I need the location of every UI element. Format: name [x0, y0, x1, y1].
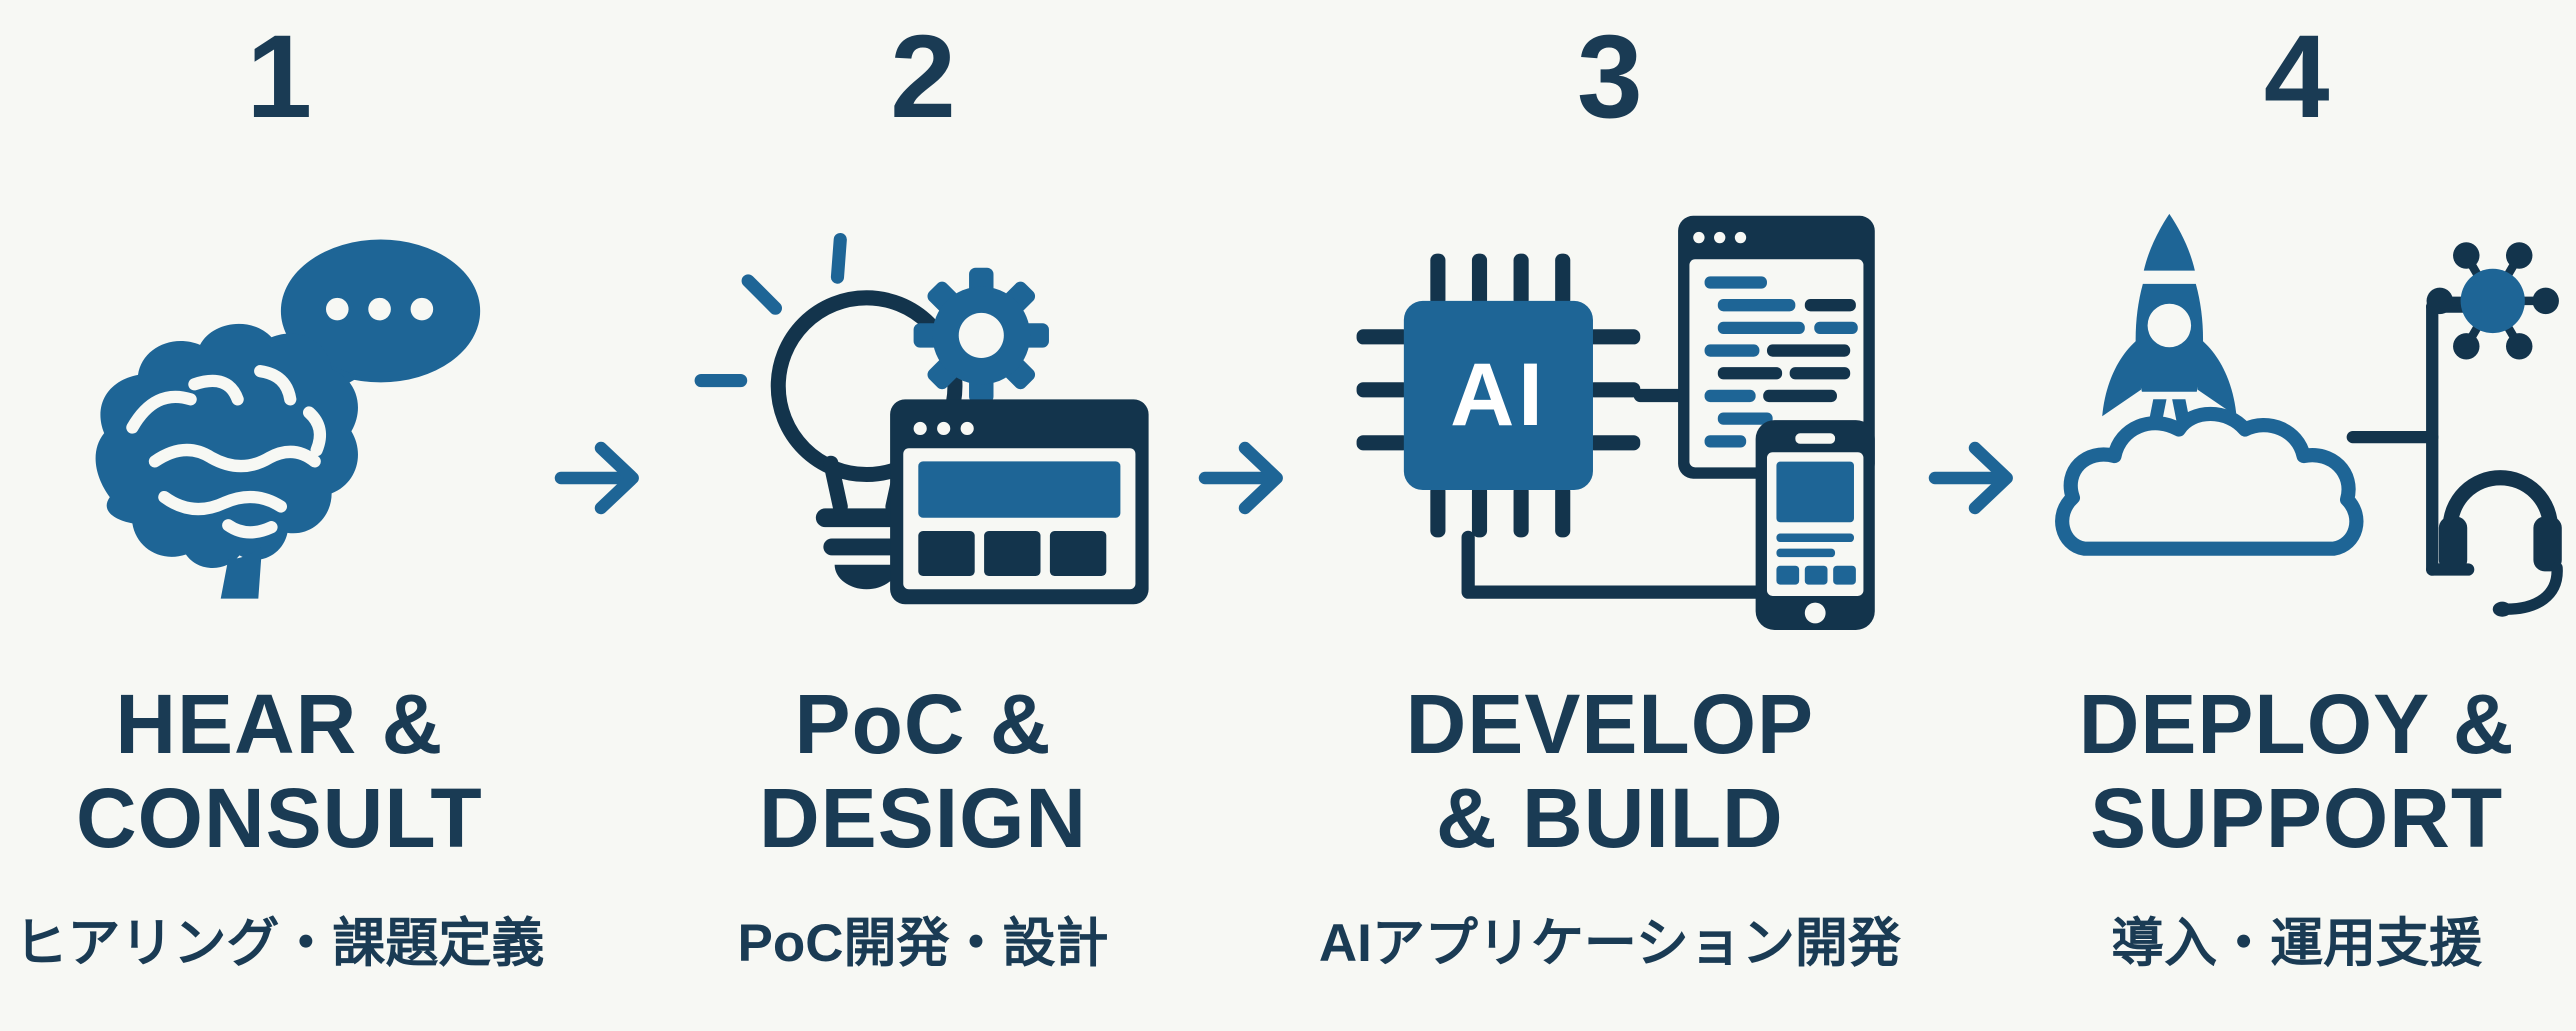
hear-consult-illustration [95, 239, 481, 599]
step-number: 2 [890, 11, 956, 143]
step-4-icon-area [2027, 150, 2567, 675]
browser-window-icon [890, 399, 1149, 605]
arrow-right-icon [554, 441, 640, 515]
step-title: DEPLOY & SUPPORT [2078, 677, 2515, 866]
poc-design-illustration [694, 232, 1149, 605]
step-subtitle: ヒアリング・課題定義 [14, 914, 545, 974]
step-subtitle: 導入・運用支援 [2111, 914, 2483, 974]
step-number: 4 [2263, 11, 2330, 143]
step-1: 1 [10, 0, 549, 977]
step-2-icon-area [688, 150, 1158, 675]
step-3-icon-area: AI [1345, 150, 1875, 675]
step-title: PoC & DESIGN [759, 677, 1088, 866]
arrow-3 [1922, 428, 2027, 528]
step-3: 3 [1297, 0, 1922, 977]
step-number: 1 [246, 11, 313, 143]
deploy-support-illustration [2054, 213, 2563, 617]
arrow-2 [1192, 428, 1297, 528]
smartphone-icon [1755, 420, 1875, 630]
arrow-1 [549, 428, 654, 528]
ai-chip-icon: AI [1356, 253, 1641, 538]
step-number: 3 [1577, 11, 1643, 143]
arrow-right-icon [1928, 441, 2013, 515]
cloud-icon [2054, 406, 2364, 556]
step-title: DEVELOP & BUILD [1405, 677, 1815, 866]
chip-label: AI [1450, 345, 1546, 444]
develop-build-illustration: AI [1356, 215, 1875, 630]
step-1-icon-area [44, 150, 514, 675]
gear-icon [913, 267, 1050, 404]
step-4: 4 [2027, 0, 2566, 977]
headset-icon [2438, 470, 2563, 617]
step-subtitle: AIアプリケーション開発 [1318, 914, 1901, 974]
step-subtitle: PoC開発・設計 [737, 914, 1109, 974]
network-icon [2426, 242, 2559, 360]
code-window-icon [1677, 215, 1875, 479]
brain-icon [95, 323, 359, 599]
step-title: HEAR & CONSULT [75, 677, 483, 866]
connector-lines [1461, 388, 1763, 599]
arrow-right-icon [1198, 441, 1283, 515]
step-2: 2 [654, 0, 1193, 977]
